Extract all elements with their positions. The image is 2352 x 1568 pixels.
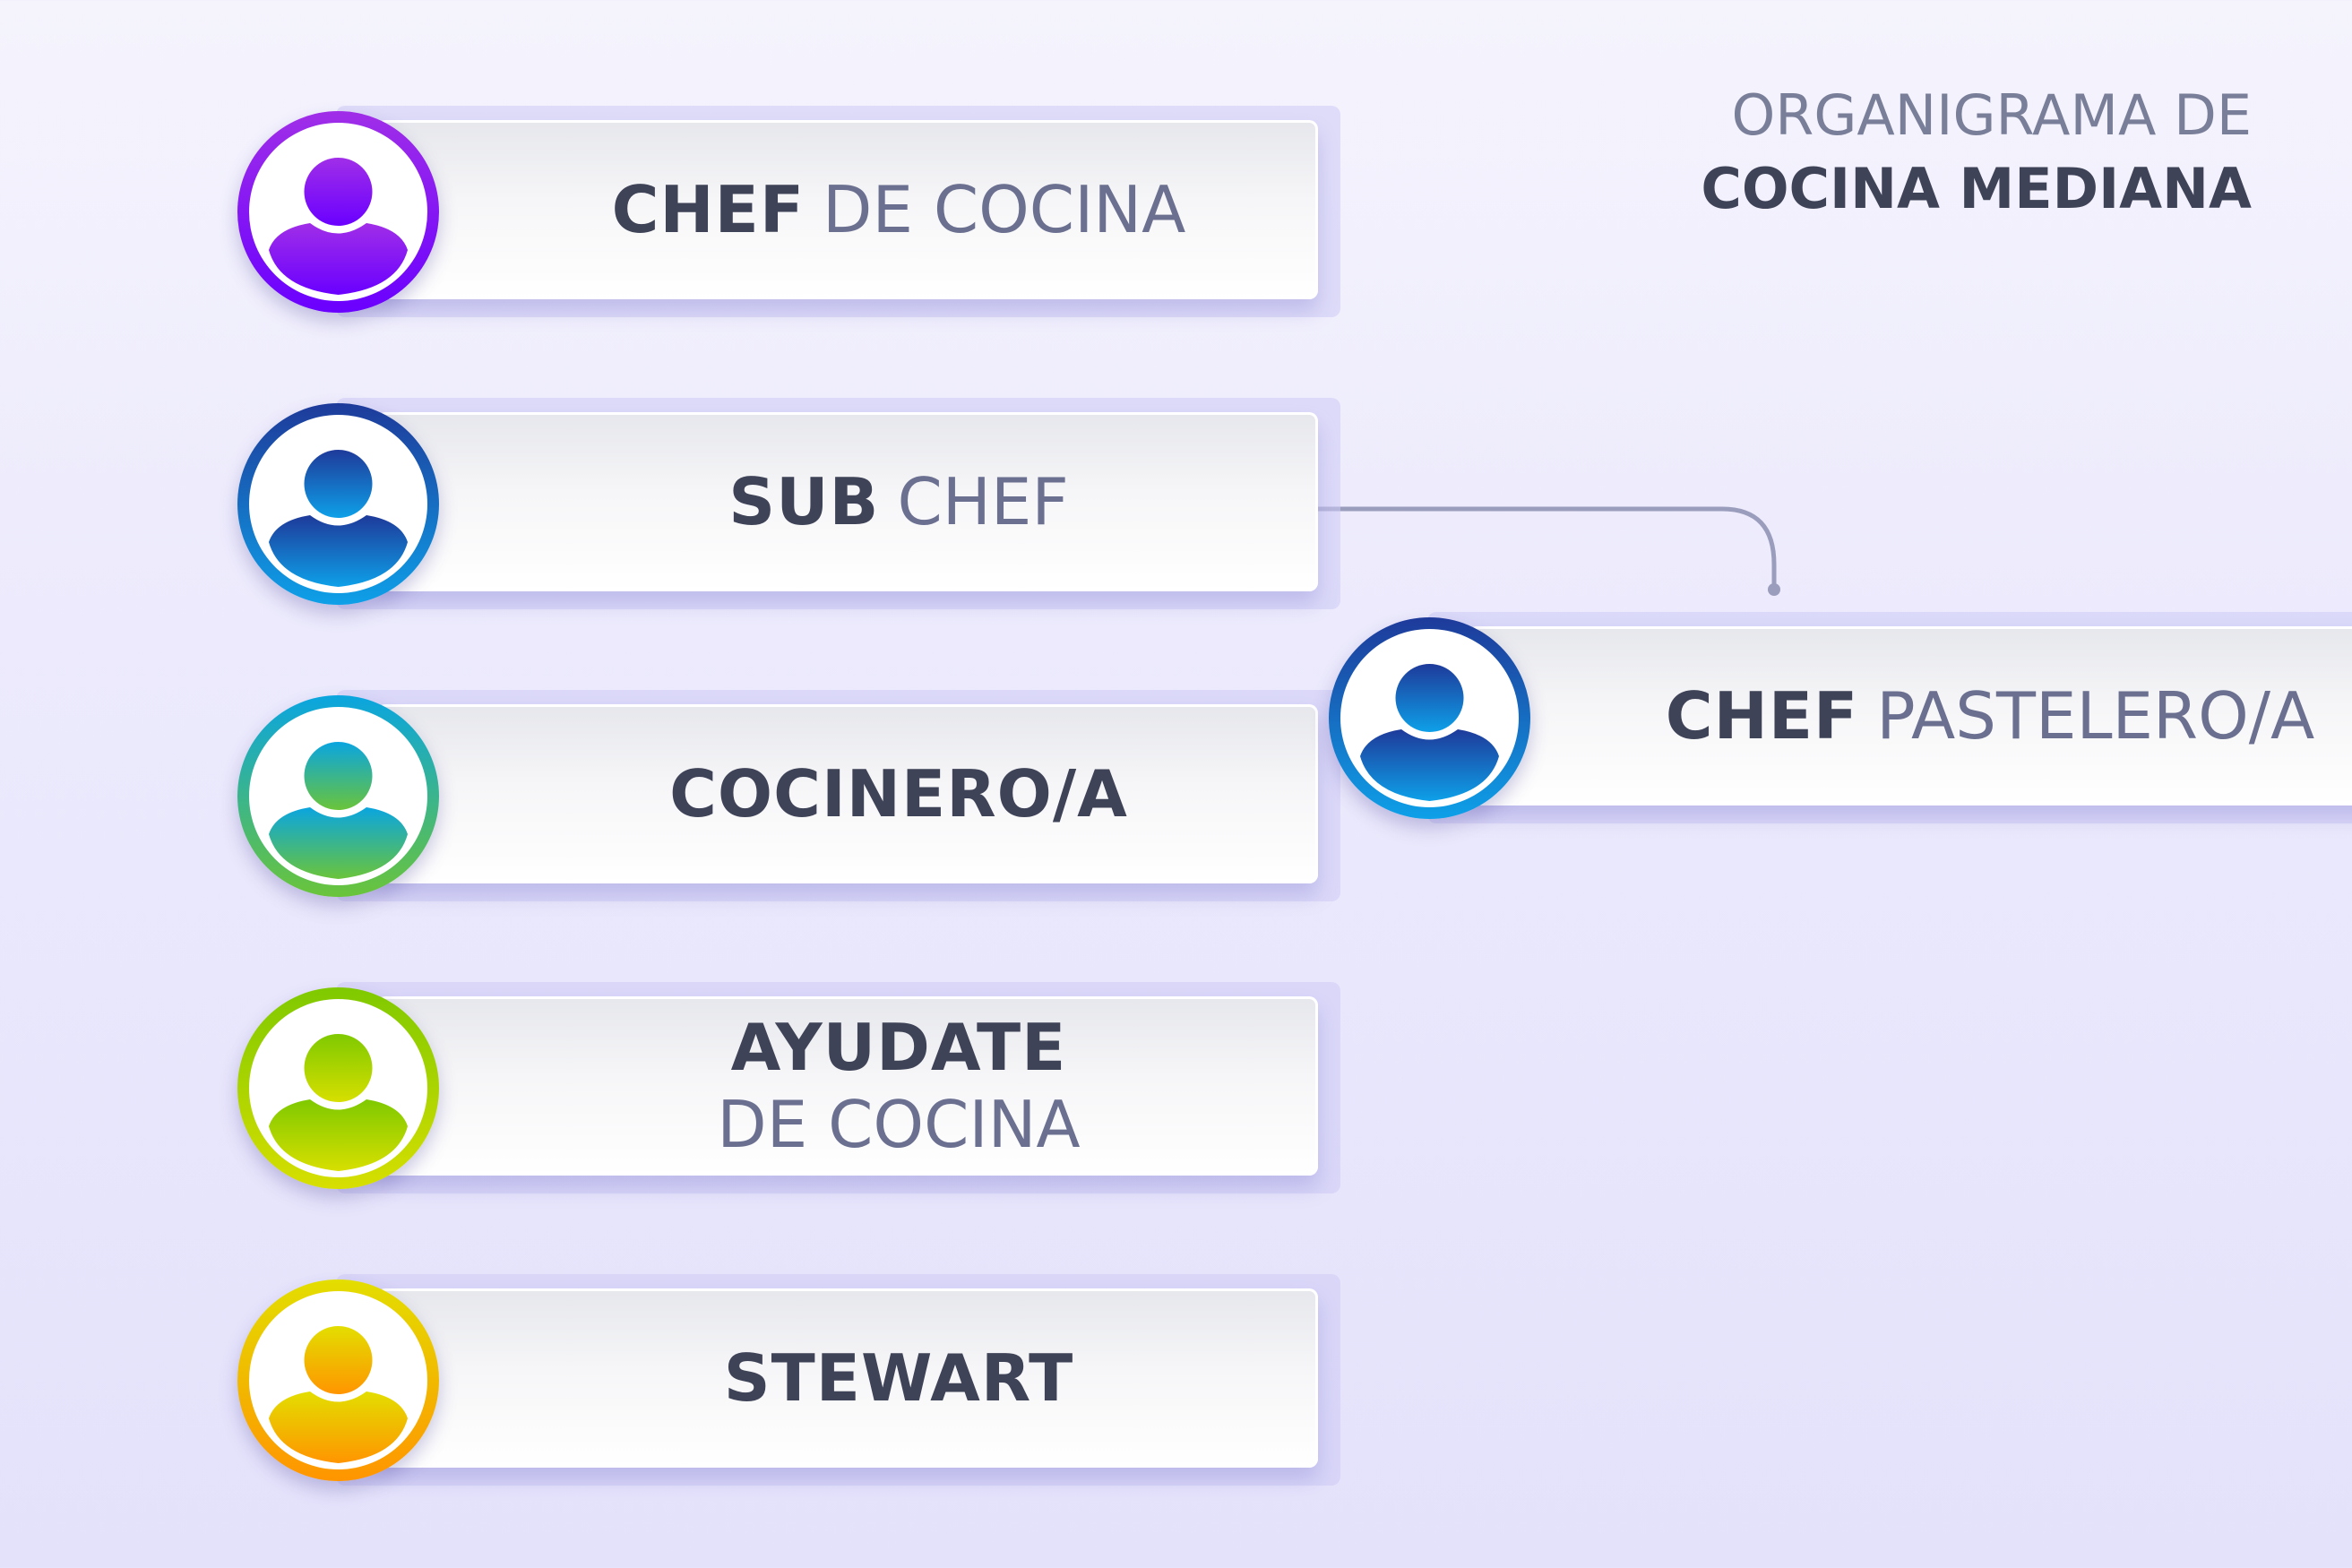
node-label-normal: PASTELERO/A bbox=[1876, 678, 2315, 754]
user-avatar-icon bbox=[237, 403, 439, 605]
user-avatar-icon bbox=[237, 1279, 439, 1481]
node-label-bold: STEWART bbox=[723, 1340, 1074, 1416]
user-avatar-icon bbox=[237, 987, 439, 1189]
node-card bbox=[376, 704, 1318, 883]
node-label-normal: CHEF bbox=[897, 464, 1069, 539]
user-avatar-icon bbox=[1329, 617, 1530, 819]
node-card bbox=[376, 996, 1318, 1176]
node-label-normal: DE COCINA bbox=[823, 172, 1186, 247]
node-label-bold: CHEF bbox=[611, 172, 806, 247]
node-label-bold: COCINERO/A bbox=[669, 756, 1128, 831]
title-line-1: ORGANIGRAMA DE bbox=[1731, 82, 2252, 148]
node-label: AYUDATE DE COCINA bbox=[479, 996, 1318, 1176]
node-card bbox=[376, 1288, 1318, 1468]
node-label-bold: SUB bbox=[728, 464, 880, 539]
node-label: STEWART bbox=[479, 1288, 1318, 1468]
node-label: COCINERO/A bbox=[479, 704, 1318, 883]
node-card bbox=[376, 412, 1318, 591]
diagram-title: ORGANIGRAMA DE COCINA MEDIANA bbox=[1701, 79, 2252, 226]
node-card bbox=[376, 120, 1318, 299]
node-label-bold: CHEF bbox=[1665, 678, 1859, 754]
title-line-2: COCINA MEDIANA bbox=[1701, 156, 2252, 221]
user-avatar-icon bbox=[237, 695, 439, 897]
user-avatar-icon bbox=[237, 111, 439, 313]
node-label-bold: AYUDATE bbox=[730, 1010, 1067, 1085]
node-label-normal: DE COCINA bbox=[717, 1087, 1081, 1162]
node-card bbox=[1468, 626, 2352, 806]
